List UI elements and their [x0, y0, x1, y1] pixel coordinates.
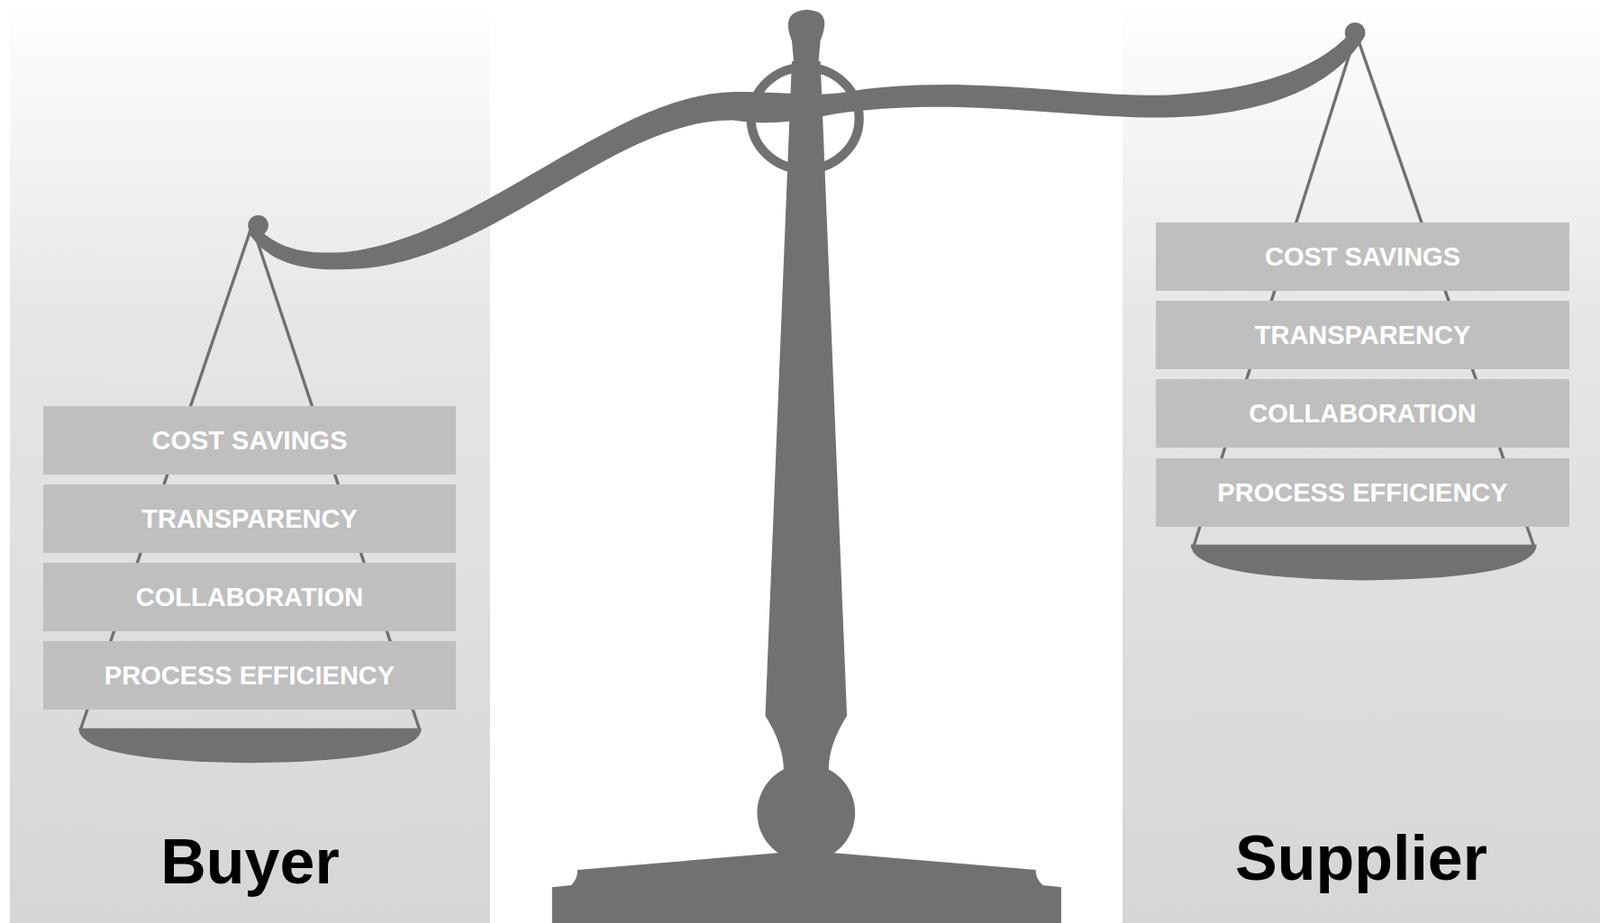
scale-post [764, 61, 847, 772]
benefit-box: COST SAVINGS [1155, 222, 1570, 291]
side-panel: Supplier COST SAVINGS TRANSPARENCY COLLABOR… [1122, 0, 1600, 923]
box-label: PROCESS EFFICIENCY [104, 661, 395, 691]
box-label: PROCESS EFFICIENCY [1217, 478, 1508, 509]
box-label: COST SAVINGS [1264, 242, 1461, 273]
scale-base [552, 851, 1062, 923]
benefit-box: TRANSPARENCY [43, 484, 456, 554]
benefit-box: PROCESS EFFICIENCY [43, 641, 456, 710]
benefit-box: PROCESS EFFICIENCY [1155, 458, 1570, 528]
panel-label: Supplier [1122, 827, 1600, 891]
benefit-box: TRANSPARENCY [1155, 300, 1570, 370]
box-label: COST SAVINGS [152, 426, 348, 456]
benefit-box: COLLABORATION [1155, 379, 1570, 448]
box-label: COLLABORATION [136, 582, 364, 613]
side-panel: Buyer COST SAVINGS TRANSPARENCY COLLABORATI… [9, 0, 491, 923]
beam-knob [1345, 22, 1366, 44]
panel-label: Buyer [9, 830, 491, 894]
box-label: TRANSPARENCY [141, 504, 358, 535]
benefit-box: COLLABORATION [43, 563, 456, 632]
beam-knob [247, 215, 269, 237]
box-label: COLLABORATION [1248, 399, 1476, 429]
finial [788, 9, 825, 64]
box-label: TRANSPARENCY [1254, 320, 1472, 351]
benefit-box: COST SAVINGS [43, 406, 456, 475]
scale-ball [756, 763, 855, 863]
